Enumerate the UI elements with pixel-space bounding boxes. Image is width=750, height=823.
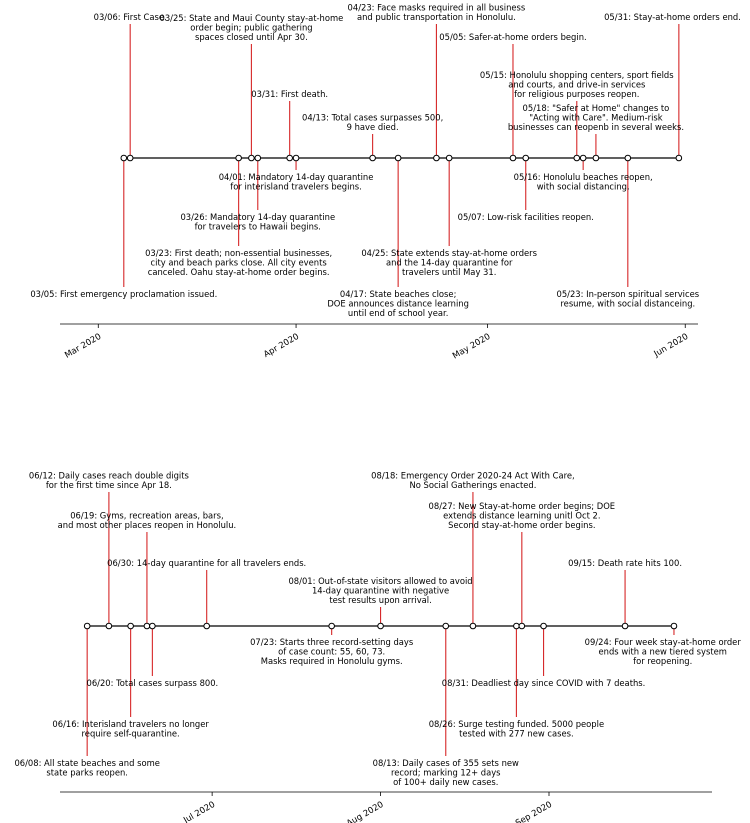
event-label: 05/07: Low-risk facilities reopen. <box>458 212 594 222</box>
event-marker <box>509 154 517 162</box>
event-label: 06/20: Total cases surpass 800. <box>87 678 219 688</box>
event-label: 09/15: Death rate hits 100. <box>568 558 682 568</box>
event-label: 04/17: State beaches close;DOE announces… <box>327 289 469 318</box>
event-label: 08/26: Surge testing funded. 5000 people… <box>429 719 604 739</box>
event-label: 05/16: Honolulu beaches reopen,with soci… <box>514 172 653 192</box>
event-marker <box>573 154 581 162</box>
event-marker <box>675 154 683 162</box>
date-axis-tick-label: Mar 2020 <box>63 332 103 361</box>
event-marker <box>126 154 134 162</box>
event-label: 08/31: Deadliest day since COVID with 7 … <box>442 678 646 688</box>
event-label: 05/05: Safer-at-home orders begin. <box>439 32 586 42</box>
event-marker <box>369 154 376 162</box>
event-label: 06/19: Gyms, recreation areas, bars,and … <box>58 510 237 530</box>
event-marker <box>540 622 547 630</box>
timeline-panel-march-may: Mar 2020 Apr 2020 May 2020 Jun 2020 03/05: F… <box>30 2 741 361</box>
event-label: 08/27: New Stay-at-home order begins; DO… <box>429 501 616 530</box>
event-label: 03/06: First Case. <box>94 12 167 22</box>
event-marker <box>579 154 587 162</box>
date-axis-tick-label: May 2020 <box>451 332 492 362</box>
date-axis-tick-label: Jun 2020 <box>652 332 690 360</box>
event-label: 05/31: Stay-at-home orders end. <box>604 12 741 22</box>
event-label: 04/23: Face masks required in all busine… <box>348 2 526 22</box>
event-marker <box>518 622 526 630</box>
event-marker <box>292 154 300 162</box>
event-marker <box>105 622 113 630</box>
event-marker <box>377 622 384 630</box>
event-label: 03/25: State and Maui County stay-at-hom… <box>159 13 343 42</box>
date-axis-tick-label: Apr 2020 <box>262 332 301 360</box>
date-axis-tick-label: Jul 2020 <box>181 800 217 823</box>
event-marker <box>624 154 632 162</box>
date-axis-tick-label: Aug 2020 <box>345 800 385 823</box>
event-marker <box>248 154 255 162</box>
event-label: 04/13: Total cases surpasses 500,9 have … <box>302 112 443 132</box>
event-label: 05/15: Honolulu shopping centers, sport … <box>480 70 674 99</box>
event-marker <box>513 622 520 630</box>
event-marker <box>394 154 402 162</box>
event-marker <box>445 154 453 162</box>
timeline-panel-june-september: Jul 2020 Aug 2020 Sep 2020 06/08: All state… <box>14 470 741 823</box>
event-marker <box>592 154 600 162</box>
event-marker <box>286 154 293 162</box>
event-label: 08/18: Emergency Order 2020-24 Act With … <box>371 470 575 490</box>
event-label: 03/31: First death. <box>251 89 328 99</box>
event-label: 05/18: "Safer at Home" changes to"Acting… <box>508 103 684 132</box>
event-marker <box>203 622 210 630</box>
event-marker <box>469 622 477 630</box>
event-marker <box>442 622 450 630</box>
event-marker <box>83 622 91 630</box>
event-marker <box>127 622 134 630</box>
event-label: 04/25: State extends stay-at-home orders… <box>361 248 537 277</box>
event-label: 08/01: Out-of-state visitors allowed to … <box>288 576 472 605</box>
event-marker <box>522 154 530 162</box>
event-marker <box>120 154 128 162</box>
event-marker <box>143 622 151 630</box>
event-marker <box>670 622 678 630</box>
event-label: 03/05: First emergency proclamation issu… <box>30 289 217 299</box>
event-marker <box>149 622 156 630</box>
event-marker <box>254 154 262 162</box>
event-marker <box>433 154 440 162</box>
date-axis-tick-label: Sep 2020 <box>514 800 554 823</box>
event-marker <box>328 622 335 630</box>
event-marker <box>235 154 242 162</box>
event-marker <box>621 622 629 630</box>
event-label: 03/23: First death; non-essential busine… <box>145 248 332 277</box>
event-label: 06/30: 14-day quarantine for all travele… <box>107 558 306 568</box>
